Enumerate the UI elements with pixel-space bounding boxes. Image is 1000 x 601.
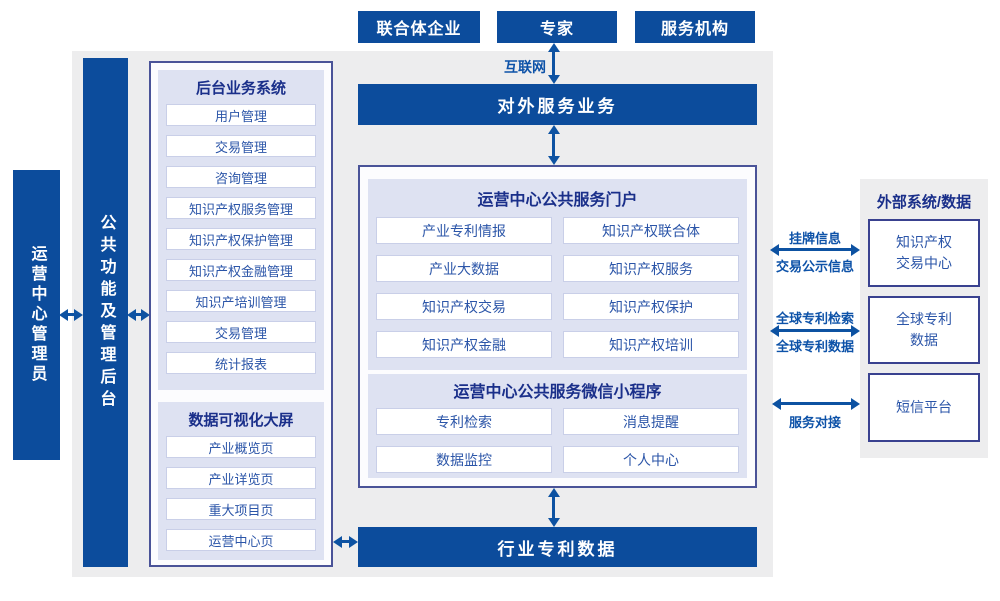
portal-items: 产业专利情报 知识产权联合体 产业大数据 知识产权服务 知识产权交易 知识产权保…	[376, 217, 739, 358]
external-systems-title: 外部系统/数据	[876, 194, 972, 211]
backend-panel-arrow	[136, 313, 141, 316]
dashboard-panel: 数据可视化大屏 产业概览页 产业详览页 重大项目页 运营中心页	[158, 402, 324, 560]
portal-item: 知识产权联合体	[563, 217, 739, 244]
portal-title: 运营中心公共服务门户	[477, 192, 638, 209]
dashboard-items: 产业概览页 产业详览页 重大项目页 运营中心页	[158, 431, 324, 559]
miniprogram-item: 个人中心	[563, 446, 739, 473]
external-systems-panel: 外部系统/数据 知识产权 交易中心 全球专利 数据 短信平台	[860, 179, 988, 458]
global-patent-arrow	[779, 329, 851, 332]
backend-item: 知识产培训管理	[166, 290, 316, 312]
dashboard-item: 重大项目页	[166, 498, 316, 520]
backend-item: 咨询管理	[166, 166, 316, 188]
internet-label: 互联网	[504, 59, 546, 75]
backend-item: 知识产权保护管理	[166, 228, 316, 250]
trade-publicity-label: 交易公示信息	[775, 259, 854, 274]
sms-platform-arrow	[781, 402, 851, 405]
portal-item: 知识产权保护	[563, 293, 739, 320]
actor-experts: 专家	[497, 11, 617, 43]
internet-arrow	[552, 52, 555, 75]
dashboard-item: 运营中心页	[166, 529, 316, 551]
trade-center-arrow	[779, 248, 851, 251]
external-service-bar: 对外服务业务	[358, 84, 757, 125]
miniprogram-item: 数据监控	[376, 446, 552, 473]
backend-item: 知识产权金融管理	[166, 259, 316, 281]
backend-system-title: 后台业务系统	[195, 80, 286, 97]
portal-item: 产业大数据	[376, 255, 552, 282]
external-box-sms-platform: 短信平台	[868, 373, 980, 442]
backend-item: 交易管理	[166, 321, 316, 343]
backend-system-panel: 后台业务系统 用户管理 交易管理 咨询管理 知识产权服务管理 知识产权保护管理 …	[158, 70, 324, 390]
actor-consortium-enterprises: 联合体企业	[358, 11, 480, 43]
dashboard-item: 产业概览页	[166, 436, 316, 458]
backend-item: 知识产权服务管理	[166, 197, 316, 219]
miniprogram-items: 专利检索 消息提醒 数据监控 个人中心	[376, 408, 739, 473]
listing-info-label: 挂牌信息	[788, 231, 841, 246]
miniprogram-panel: 运营中心公共服务微信小程序 专利检索 消息提醒 数据监控 个人中心	[368, 374, 747, 478]
portal-item: 知识产权培训	[563, 331, 739, 358]
left-panel: 后台业务系统 用户管理 交易管理 咨询管理 知识产权服务管理 知识产权保护管理 …	[149, 61, 333, 567]
operation-center-admin-box: 运营中心管理员	[13, 170, 60, 460]
external-box-global-patent-data: 全球专利 数据	[868, 296, 980, 364]
backend-item: 用户管理	[166, 104, 316, 126]
portal-item: 知识产权金融	[376, 331, 552, 358]
actor-service-agencies: 服务机构	[635, 11, 755, 43]
industry-patent-data-bar: 行业专利数据	[358, 527, 757, 567]
center-panel: 运营中心公共服务门户 产业专利情报 知识产权联合体 产业大数据 知识产权服务 知…	[358, 165, 757, 488]
dashboard-title: 数据可视化大屏	[188, 412, 294, 429]
external-box-ip-trade-center: 知识产权 交易中心	[868, 219, 980, 287]
backend-item: 交易管理	[166, 135, 316, 157]
miniprogram-title: 运营中心公共服务微信小程序	[453, 384, 662, 401]
backend-item: 统计报表	[166, 352, 316, 374]
miniprogram-item: 专利检索	[376, 408, 552, 435]
portal-item: 产业专利情报	[376, 217, 552, 244]
service-connect-label: 服务对接	[788, 415, 841, 430]
miniprogram-item: 消息提醒	[563, 408, 739, 435]
global-patent-data-label: 全球专利数据	[775, 339, 854, 354]
service-portal-arrow	[552, 134, 555, 156]
portal-patentdata-arrow	[552, 497, 555, 518]
portal-panel: 运营中心公共服务门户 产业专利情报 知识产权联合体 产业大数据 知识产权服务 知…	[368, 179, 747, 370]
portal-item: 知识产权交易	[376, 293, 552, 320]
dashboard-patentdata-arrow	[342, 540, 349, 543]
public-function-backend-bar: 公共功能及管理后台	[83, 58, 128, 567]
backend-system-items: 用户管理 交易管理 咨询管理 知识产权服务管理 知识产权保护管理 知识产权金融管…	[158, 99, 324, 382]
global-patent-search-label: 全球专利检索	[775, 311, 854, 326]
dashboard-item: 产业详览页	[166, 467, 316, 489]
admin-backend-arrow	[68, 313, 74, 316]
portal-item: 知识产权服务	[563, 255, 739, 282]
